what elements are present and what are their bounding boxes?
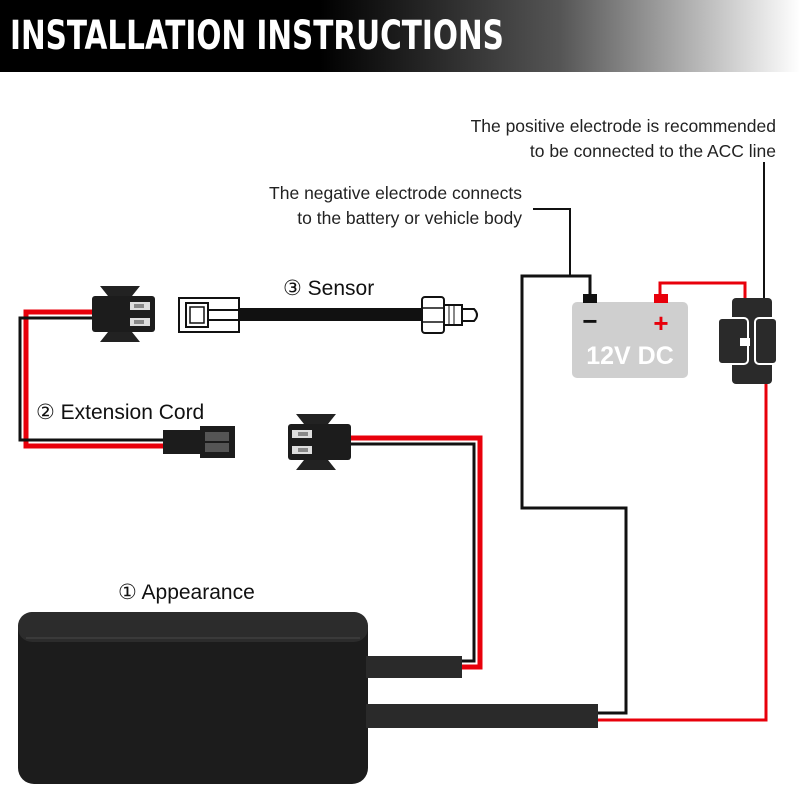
fuse-holder bbox=[717, 298, 778, 384]
title-banner: INSTALLATION INSTRUCTIONS bbox=[0, 0, 800, 72]
extension-cord-wire bbox=[18, 309, 165, 449]
device-output-wire bbox=[350, 435, 483, 670]
extension-cord-label: ② Extension Cord bbox=[36, 401, 205, 424]
battery-negative-terminal bbox=[583, 294, 597, 303]
battery-positive-symbol: + bbox=[653, 308, 668, 338]
sensor-male-connector bbox=[178, 297, 240, 333]
power-wire-positive bbox=[598, 281, 768, 722]
sensor-probe bbox=[421, 296, 478, 334]
appearance-label: ① Appearance bbox=[118, 581, 255, 604]
device-female-connector bbox=[288, 414, 351, 470]
negative-note-line2: to the battery or vehicle body bbox=[297, 208, 522, 228]
positive-note-line2: to be connected to the ACC line bbox=[529, 141, 776, 161]
battery-negative-symbol: − bbox=[582, 306, 597, 336]
sensor-label: ③ Sensor bbox=[283, 277, 375, 300]
positive-note-line1: The positive electrode is recommended bbox=[470, 116, 776, 136]
positive-electrode-note: The positive electrode is recommended to… bbox=[471, 114, 776, 164]
power-wire-negative bbox=[520, 274, 628, 715]
page-title: INSTALLATION INSTRUCTIONS bbox=[10, 13, 504, 59]
battery-voltage-label: 12V DC bbox=[586, 342, 674, 370]
sensor-cable bbox=[238, 308, 423, 321]
battery-positive-terminal bbox=[654, 294, 668, 303]
negative-callout-line bbox=[533, 208, 571, 276]
battery: − + 12V DC bbox=[572, 294, 688, 378]
device-body bbox=[18, 612, 598, 784]
negative-electrode-note: The negative electrode connects to the b… bbox=[269, 181, 522, 231]
negative-note-line1: The negative electrode connects bbox=[269, 183, 522, 203]
extension-cord-male-connector bbox=[163, 426, 235, 458]
extension-cord-female-connector bbox=[92, 286, 155, 342]
